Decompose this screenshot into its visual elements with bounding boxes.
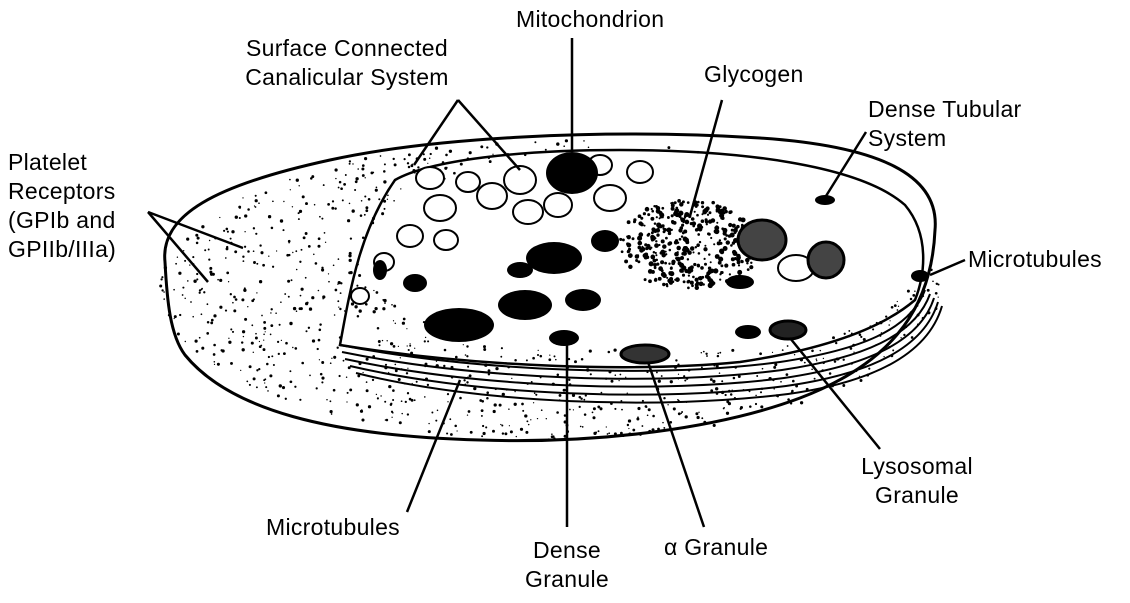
label-surface-canalicular-system: Surface Connected Canalicular System	[222, 34, 472, 92]
dense-tubular-line-1: Dense Tubular	[868, 95, 1022, 124]
alpha-granule-text: α Granule	[664, 533, 768, 562]
label-dense-tubular-system: Dense Tubular System	[868, 95, 1022, 153]
mitochondrion-text: Mitochondrion	[516, 5, 664, 34]
label-glycogen: Glycogen	[704, 60, 804, 89]
dense-granule-line-2: Granule	[508, 565, 626, 594]
label-lysosomal-granule: Lysosomal Granule	[852, 452, 982, 510]
glycogen-text: Glycogen	[704, 60, 804, 89]
surface-canalicular-line-2: Canalicular System	[222, 63, 472, 92]
label-mitochondrion: Mitochondrion	[516, 5, 664, 34]
label-microtubules-bottom: Microtubules	[266, 513, 400, 542]
lysosomal-line-2: Granule	[852, 481, 982, 510]
mitochondrion-shape	[546, 152, 598, 194]
microtubules-bottom-text: Microtubules	[266, 513, 400, 542]
dense-tubular-line-2: System	[868, 124, 1022, 153]
platelet-receptors-line-3: (GPIb and	[8, 206, 116, 235]
surface-canalicular-line-1: Surface Connected	[222, 34, 472, 63]
microtubules-right-text: Microtubules	[968, 245, 1102, 274]
label-microtubules-right: Microtubules	[968, 245, 1102, 274]
label-platelet-receptors: Platelet Receptors (GPIb and GPIIb/IIIa)	[8, 148, 116, 264]
platelet-receptors-line-4: GPIIb/IIIa)	[8, 235, 116, 264]
platelet-receptors-line-1: Platelet	[8, 148, 116, 177]
label-dense-granule: Dense Granule	[508, 536, 626, 594]
dense-granule-line-1: Dense	[508, 536, 626, 565]
lysosomal-line-1: Lysosomal	[852, 452, 982, 481]
platelet-receptors-line-2: Receptors	[8, 177, 116, 206]
label-alpha-granule: α Granule	[664, 533, 768, 562]
